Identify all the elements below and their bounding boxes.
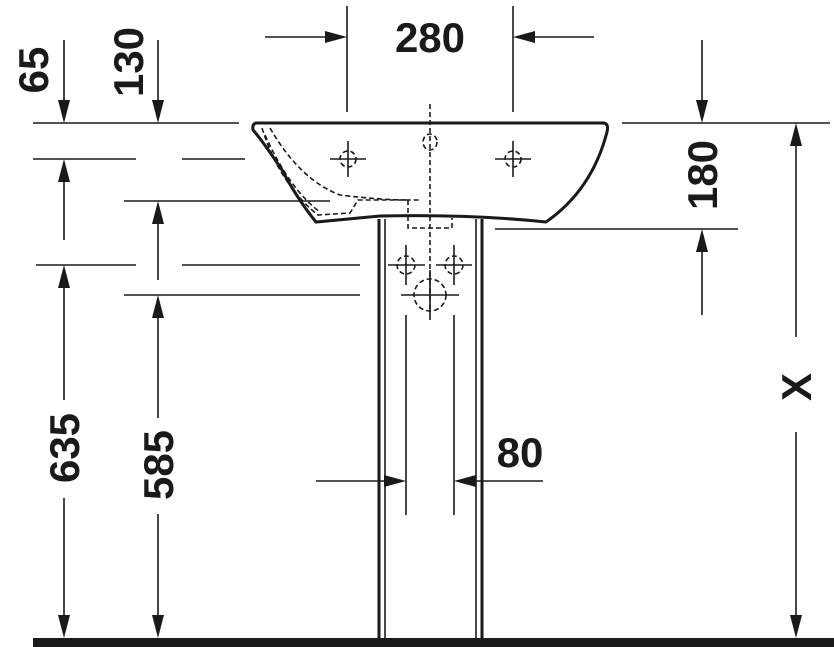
basin-bowl-hidden-line (261, 127, 420, 216)
dim-65-label: 65 (10, 47, 57, 94)
waste-connection (401, 270, 459, 320)
dim-280-label: 280 (395, 14, 465, 61)
dim-635-label: 635 (41, 413, 88, 483)
dim-130-label: 130 (105, 27, 152, 97)
tap-hole-right (495, 141, 531, 177)
tap-hole-left (330, 141, 366, 177)
basin-outline (251, 121, 610, 224)
dim-80-label: 80 (497, 429, 544, 476)
supply-connection-left (388, 245, 425, 285)
basin-bowl-hidden-line-3 (264, 134, 321, 213)
dim-x-label: X (773, 373, 820, 401)
basin-bowl-hidden-line-2 (269, 127, 411, 201)
floor-line (33, 638, 834, 647)
overflow-hole (422, 133, 438, 151)
dim-180-label: 180 (679, 140, 726, 210)
dim-585-label: 585 (135, 430, 182, 500)
supply-connection-right (436, 245, 472, 285)
pedestal (377, 219, 484, 638)
